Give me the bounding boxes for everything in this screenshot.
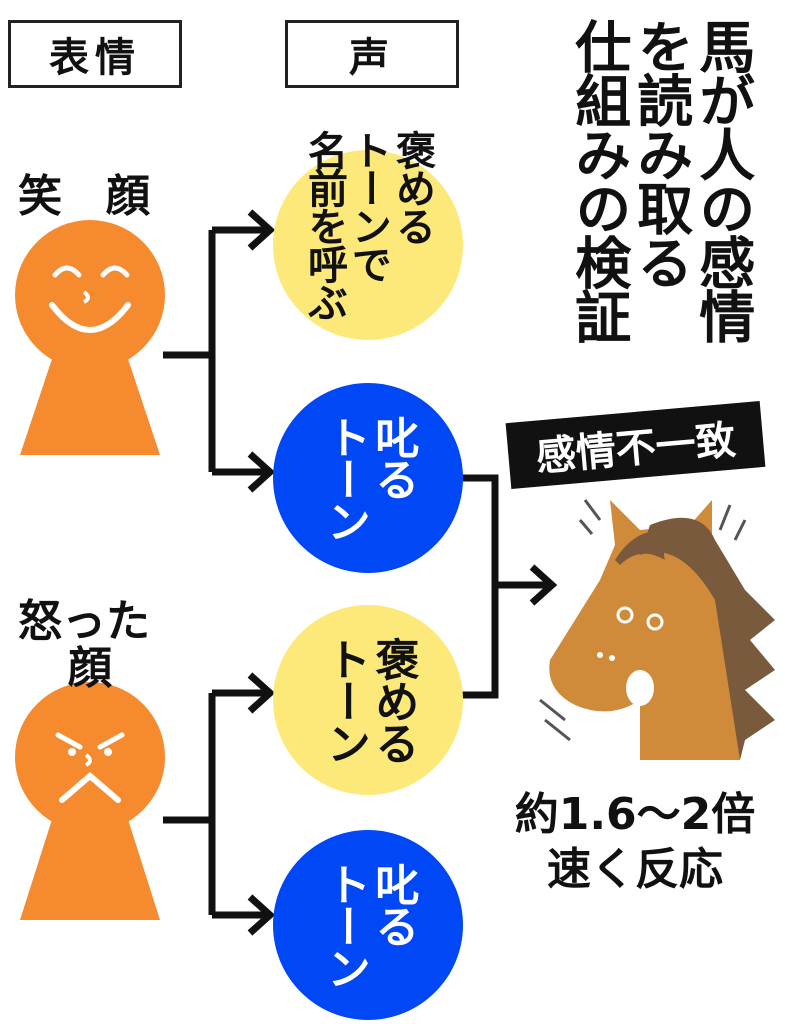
praise-name-line-2: トーンで — [345, 130, 391, 282]
header-voice: 声 — [285, 20, 459, 88]
scold-line-1: 叱る — [367, 415, 419, 499]
header-expression-label: 表情 — [49, 35, 141, 81]
smiling-person-icon — [15, 220, 165, 455]
angry-face-label-1: 怒った — [18, 596, 150, 647]
scold-line-2: トーン — [319, 415, 370, 541]
voice-praise: 褒めるトーン — [273, 605, 463, 795]
scold2-line-2: トーン — [319, 862, 370, 988]
result-line-1: 約1.6～2倍 — [514, 789, 756, 840]
scold2-line-1: 叱る — [367, 862, 419, 946]
praise-line-2: トーン — [319, 637, 370, 763]
praise-line-1: 褒める — [367, 637, 419, 763]
angry-person-icon — [15, 682, 165, 920]
praise-name-line-3: 名前を呼ぶ — [301, 130, 347, 320]
result-line-2: 速く反応 — [547, 844, 723, 895]
praise-name-line-1: 褒める — [389, 130, 435, 244]
voice-scold-1: 叱るトーン — [273, 383, 463, 573]
smile-face-label: 笑 顔 — [18, 171, 150, 222]
connector-lines — [163, 209, 558, 936]
angry-face-label-2: 顔 — [68, 643, 112, 694]
voice-scold-2: 叱るトーン — [273, 830, 463, 1020]
title-line-2: を読み取る — [627, 18, 693, 288]
horse-icon — [539, 499, 775, 760]
header-voice-label: 声 — [349, 35, 395, 81]
voice-praise-name: 褒める トーンで 名前を呼ぶ — [273, 130, 463, 340]
header-expression: 表情 — [8, 20, 182, 88]
title-line-3: 仕組みの検証 — [565, 18, 631, 342]
title-line-1: 馬が人の感情 — [689, 18, 755, 342]
